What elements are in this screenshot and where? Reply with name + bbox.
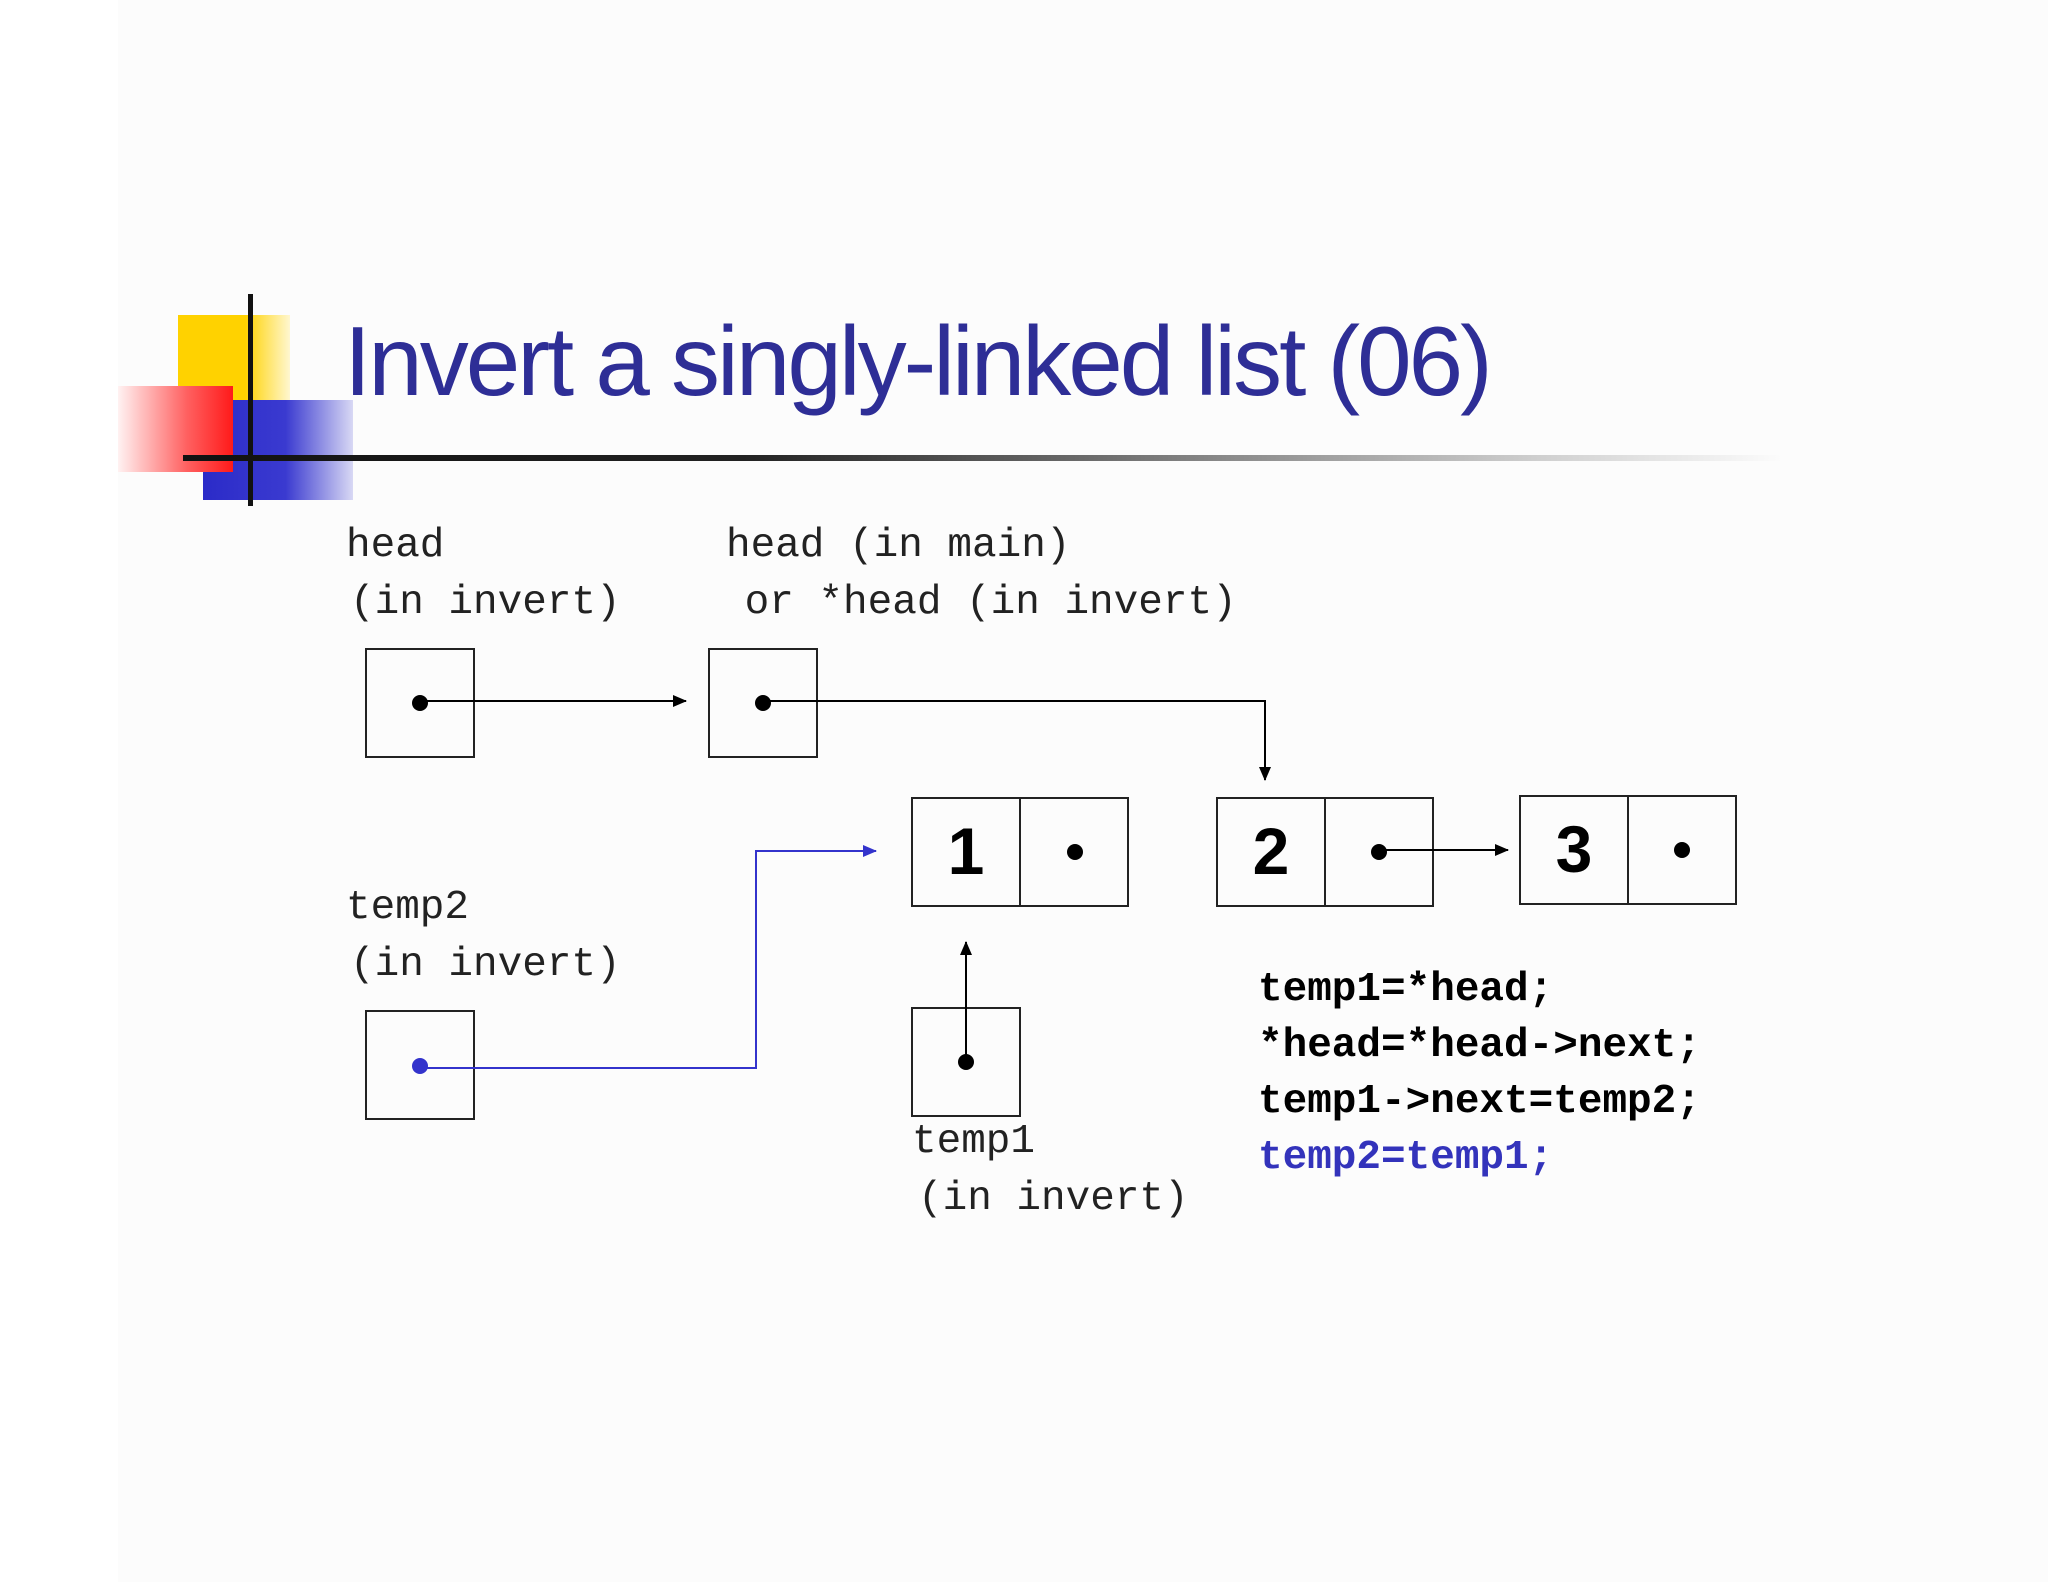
node-2-next-cell	[1324, 797, 1434, 907]
temp2-pointer-box	[365, 1010, 475, 1120]
code-line-2: *head=*head->next;	[1258, 1023, 1701, 1069]
label-head-invert-line2: (in invert)	[350, 580, 621, 626]
label-temp1-line1: temp1	[912, 1119, 1036, 1165]
label-head-invert-line1: head	[346, 523, 445, 569]
label-head-main-line2: or *head (in invert)	[720, 580, 1237, 626]
node-1-value: 1	[947, 814, 985, 888]
temp2-pointer-dot	[412, 1058, 428, 1074]
horizontal-rule-decoration	[183, 455, 1783, 461]
node-2-next-dot	[1371, 844, 1387, 860]
label-temp2-line1: temp2	[346, 885, 470, 931]
slide-background	[118, 0, 2048, 1582]
label-temp2-line2: (in invert)	[350, 942, 621, 988]
node-3-next-cell	[1627, 795, 1737, 905]
node-1-next-dot	[1067, 844, 1083, 860]
head-main-pointer-box	[708, 648, 818, 758]
code-line-3: temp1->next=temp2;	[1258, 1079, 1701, 1125]
node-3-value: 3	[1555, 812, 1593, 886]
head-main-pointer-dot	[755, 695, 771, 711]
label-head-main-line1: head (in main)	[726, 523, 1071, 569]
head-main-to-node-2-arrow	[763, 700, 1271, 781]
node-1-next-cell	[1019, 797, 1129, 907]
head-invert-pointer-dot	[412, 695, 428, 711]
node-3-next-dot	[1674, 842, 1690, 858]
head-invert-pointer-box	[365, 648, 475, 758]
label-temp1-line2: (in invert)	[918, 1176, 1189, 1222]
code-line-4-highlighted: temp2=temp1;	[1258, 1135, 1554, 1181]
slide-title: Invert a singly-linked list (06)	[344, 306, 1493, 416]
code-line-1: temp1=*head;	[1258, 967, 1554, 1013]
node-2-value: 2	[1252, 814, 1290, 888]
temp2-to-node-1-arrow	[420, 845, 877, 1069]
vertical-bar-decoration	[248, 294, 253, 506]
